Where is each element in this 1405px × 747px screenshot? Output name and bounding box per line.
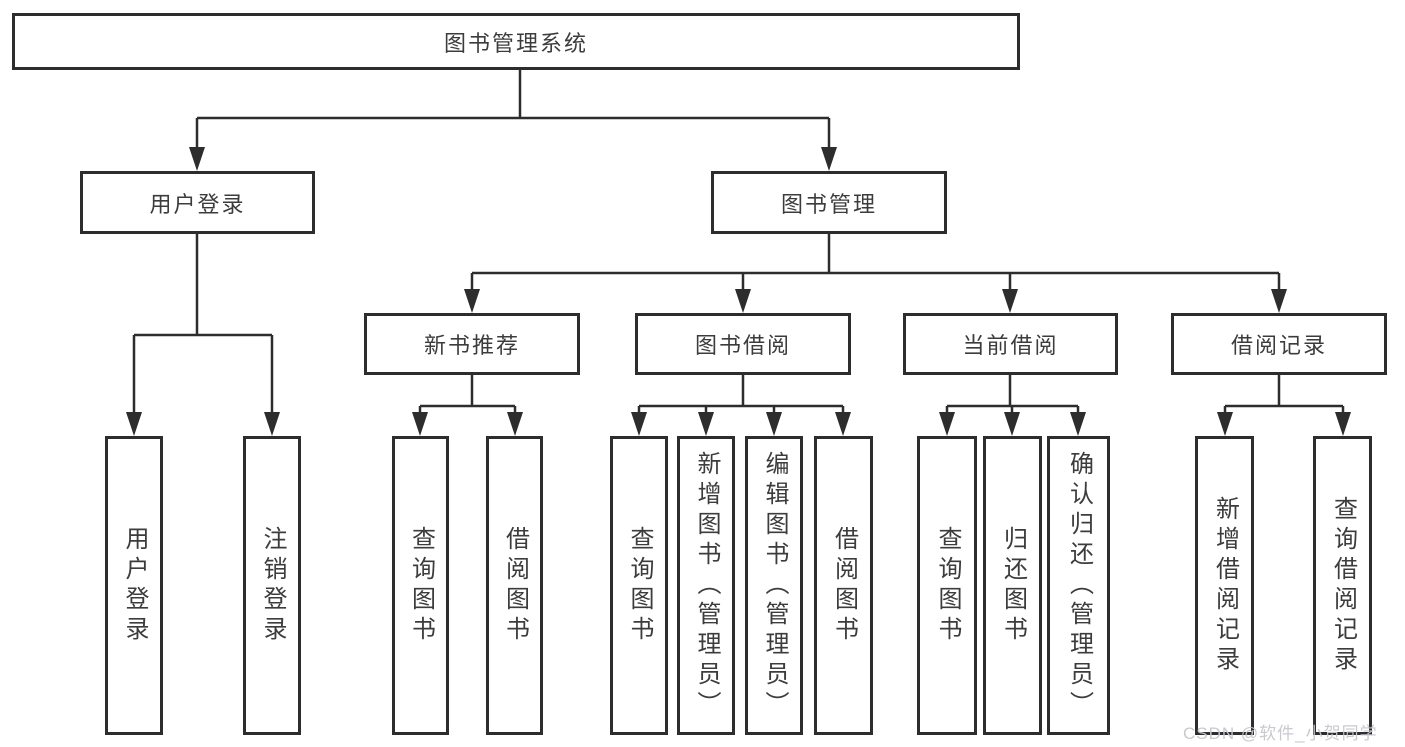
leaf-add-borrow-record: 新增借阅记录 bbox=[1195, 436, 1254, 735]
arrowheads bbox=[126, 147, 1351, 436]
leaf-query-borrow-record: 查询借阅记录 bbox=[1313, 436, 1372, 735]
leaf-logout: 注销登录 bbox=[243, 436, 301, 735]
leaf-edit-books-admin: 编辑图书（管理员） bbox=[745, 436, 803, 735]
leaf-add-books-admin: 新增图书（管理员） bbox=[677, 436, 735, 735]
node-library-management-system: 图书管理系统 bbox=[12, 13, 1020, 70]
leaf-return-books: 归还图书 bbox=[983, 436, 1042, 735]
watermark: CSDN @软件_小贺同学 bbox=[1183, 724, 1378, 743]
leaf-user-login: 用户登录 bbox=[105, 436, 163, 735]
leaf-borrow-books-borrowing: 借阅图书 bbox=[814, 436, 873, 735]
leaf-query-books-recommend: 查询图书 bbox=[392, 436, 449, 735]
node-borrowing-records: 借阅记录 bbox=[1171, 313, 1387, 375]
node-new-book-recommendation: 新书推荐 bbox=[364, 313, 580, 375]
node-book-management: 图书管理 bbox=[711, 171, 947, 234]
node-user-login: 用户登录 bbox=[80, 171, 315, 234]
leaf-confirm-return-admin: 确认归还（管理员） bbox=[1047, 436, 1110, 735]
leaf-query-books-borrowing: 查询图书 bbox=[610, 436, 668, 735]
node-current-borrowing: 当前借阅 bbox=[903, 313, 1118, 375]
leaf-borrow-books-recommend: 借阅图书 bbox=[486, 436, 543, 735]
node-book-borrowing: 图书借阅 bbox=[635, 313, 851, 375]
leaf-query-books-current: 查询图书 bbox=[917, 436, 977, 735]
